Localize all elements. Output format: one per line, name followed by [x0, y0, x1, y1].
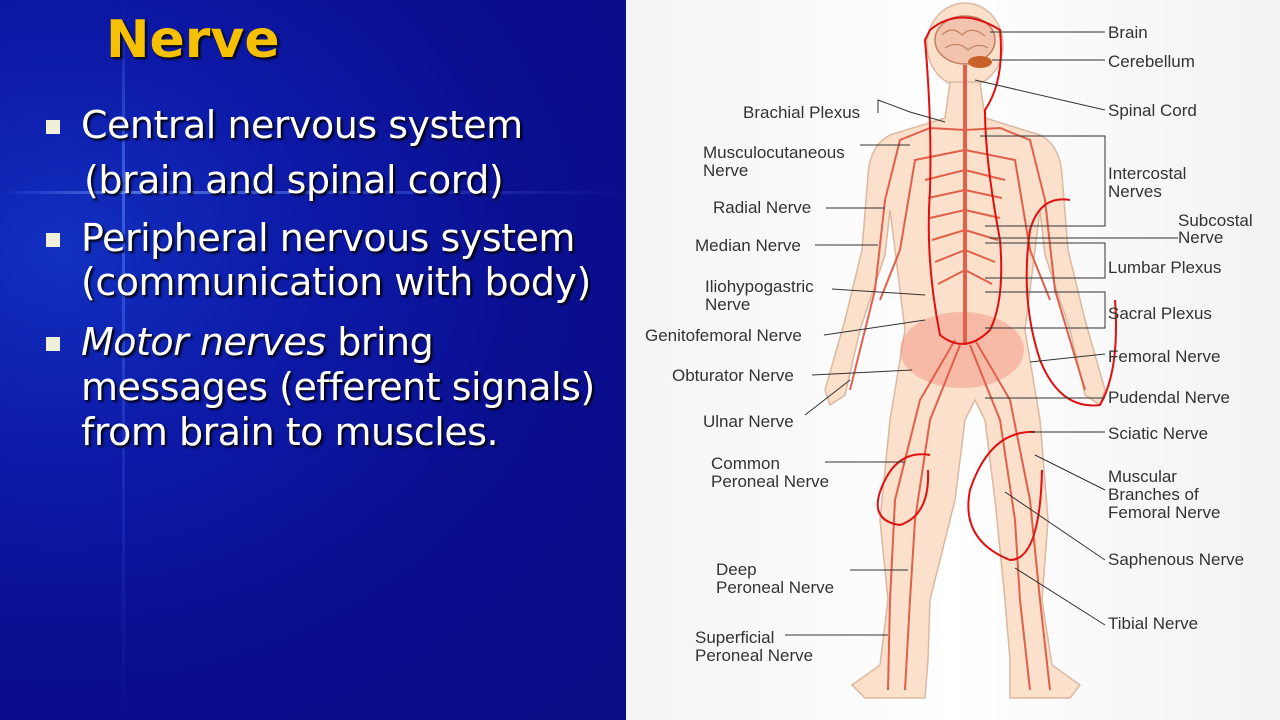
bullet-text-line1: Central nervous system [81, 103, 523, 147]
pelvic-region [900, 312, 1024, 388]
labels-left: Brachial Plexus Musculocutaneous Nerve R… [645, 103, 860, 665]
label-iliohypogastric-2: Nerve [705, 295, 750, 314]
bullet-text-line1: Motor nerves bring [81, 320, 434, 365]
bullet-text-rest: bring [325, 320, 434, 364]
leader-lines [785, 31, 1178, 636]
label-ulnar-nerve: Ulnar Nerve [703, 412, 794, 431]
cerebellum-icon [968, 56, 992, 68]
label-iliohypogastric-1: Iliohypogastric [705, 277, 814, 296]
label-femoral-nerve: Femoral Nerve [1108, 347, 1220, 366]
label-muscular-1: Muscular [1108, 467, 1177, 486]
label-deep-peroneal-2: Peroneal Nerve [716, 578, 834, 597]
diagram-panel: Brain Cerebellum Spinal Cord Intercostal… [626, 0, 1280, 720]
label-median-nerve: Median Nerve [695, 236, 801, 255]
motor-nerves-italic: Motor nerves [81, 320, 326, 364]
bullet-text-line3: from brain to muscles. [81, 410, 499, 454]
label-deep-peroneal-1: Deep [716, 560, 757, 579]
label-lumbar-plexus: Lumbar Plexus [1108, 258, 1221, 277]
bullet-square-icon [46, 337, 60, 351]
bullet-text-line1: Peripheral nervous system [81, 216, 575, 260]
bullet-square-icon [46, 120, 60, 134]
text-panel: Nerve Central nervous system (brain and … [0, 0, 626, 720]
label-musculocutaneous-1: Musculocutaneous [703, 143, 845, 162]
label-muscular-3: Femoral Nerve [1108, 503, 1220, 522]
label-subcostal-1: Subcostal [1178, 211, 1253, 230]
nerve-network [849, 65, 1086, 691]
label-brain: Brain [1108, 23, 1148, 42]
brain-icon [934, 15, 996, 68]
label-sciatic-nerve: Sciatic Nerve [1108, 424, 1208, 443]
label-intercostal-1: Intercostal [1108, 164, 1186, 183]
label-muscular-2: Branches of [1108, 485, 1199, 504]
label-spinal-cord: Spinal Cord [1108, 101, 1197, 120]
label-genitofemoral-nerve: Genitofemoral Nerve [645, 326, 802, 345]
label-saphenous-nerve: Saphenous Nerve [1108, 550, 1244, 569]
label-common-peroneal-1: Common [711, 454, 780, 473]
label-sacral-plexus: Sacral Plexus [1108, 304, 1212, 323]
label-superficial-peroneal-1: Superficial [695, 628, 774, 647]
label-tibial-nerve: Tibial Nerve [1108, 614, 1198, 633]
label-radial-nerve: Radial Nerve [713, 198, 811, 217]
label-intercostal-2: Nerves [1108, 182, 1162, 201]
slide-title: Nerve [106, 10, 280, 70]
bullet-square-icon [46, 233, 60, 247]
hand-drawn-annotation [876, 16, 1117, 562]
label-common-peroneal-2: Peroneal Nerve [711, 472, 829, 491]
label-obturator-nerve: Obturator Nerve [672, 366, 794, 385]
label-brachial-plexus: Brachial Plexus [743, 103, 860, 122]
nervous-system-diagram: Brain Cerebellum Spinal Cord Intercostal… [645, 2, 1253, 699]
label-pudendal-nerve: Pudendal Nerve [1108, 388, 1230, 407]
bullet-text-line2: (communication with body) [81, 260, 591, 304]
decorative-glow-horizontal [0, 191, 626, 194]
label-superficial-peroneal-2: Peroneal Nerve [695, 646, 813, 665]
bullet-text-line2: messages (efferent signals) [81, 365, 595, 409]
labels-right: Brain Cerebellum Spinal Cord Intercostal… [1108, 23, 1253, 633]
label-cerebellum: Cerebellum [1108, 52, 1195, 71]
bullet-text-line2: (brain and spinal cord) [84, 158, 504, 202]
label-musculocutaneous-2: Nerve [703, 161, 748, 180]
label-subcostal-2: Nerve [1178, 228, 1223, 247]
decorative-glow-vertical [122, 0, 125, 720]
